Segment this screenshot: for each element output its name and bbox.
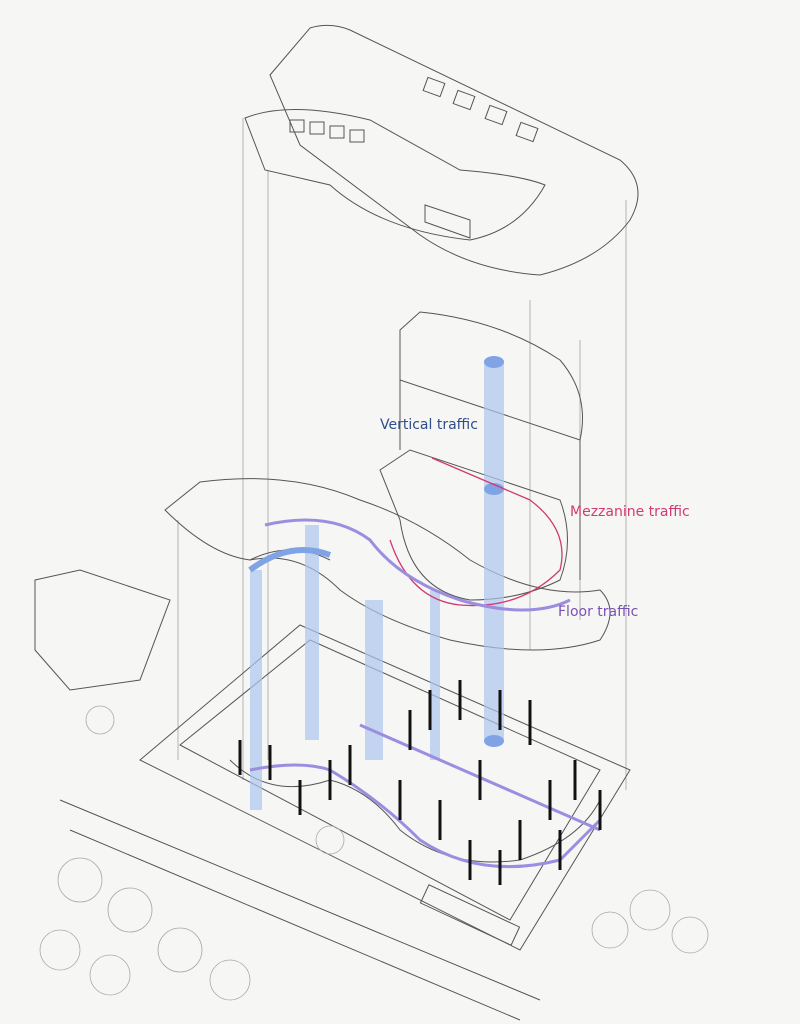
floor-level	[164, 478, 611, 651]
projection-lines	[177, 118, 627, 790]
vertical-traffic-shafts	[250, 360, 504, 810]
ground-level	[34, 569, 631, 1021]
floor-traffic-paths	[249, 518, 602, 869]
mezzanine-traffic-label: Mezzanine traffic	[570, 504, 690, 520]
floor-traffic-label: Floor traffic	[558, 604, 639, 620]
ground-columns	[238, 680, 602, 885]
trees	[39, 705, 709, 1001]
mezzanine-volume	[379, 311, 583, 601]
roof-level	[244, 24, 639, 276]
curved-bridge	[248, 547, 332, 573]
mezzanine-traffic-path	[389, 457, 563, 607]
shaft-caps	[484, 356, 504, 747]
vertical-traffic-label: Vertical traffic	[380, 417, 478, 433]
